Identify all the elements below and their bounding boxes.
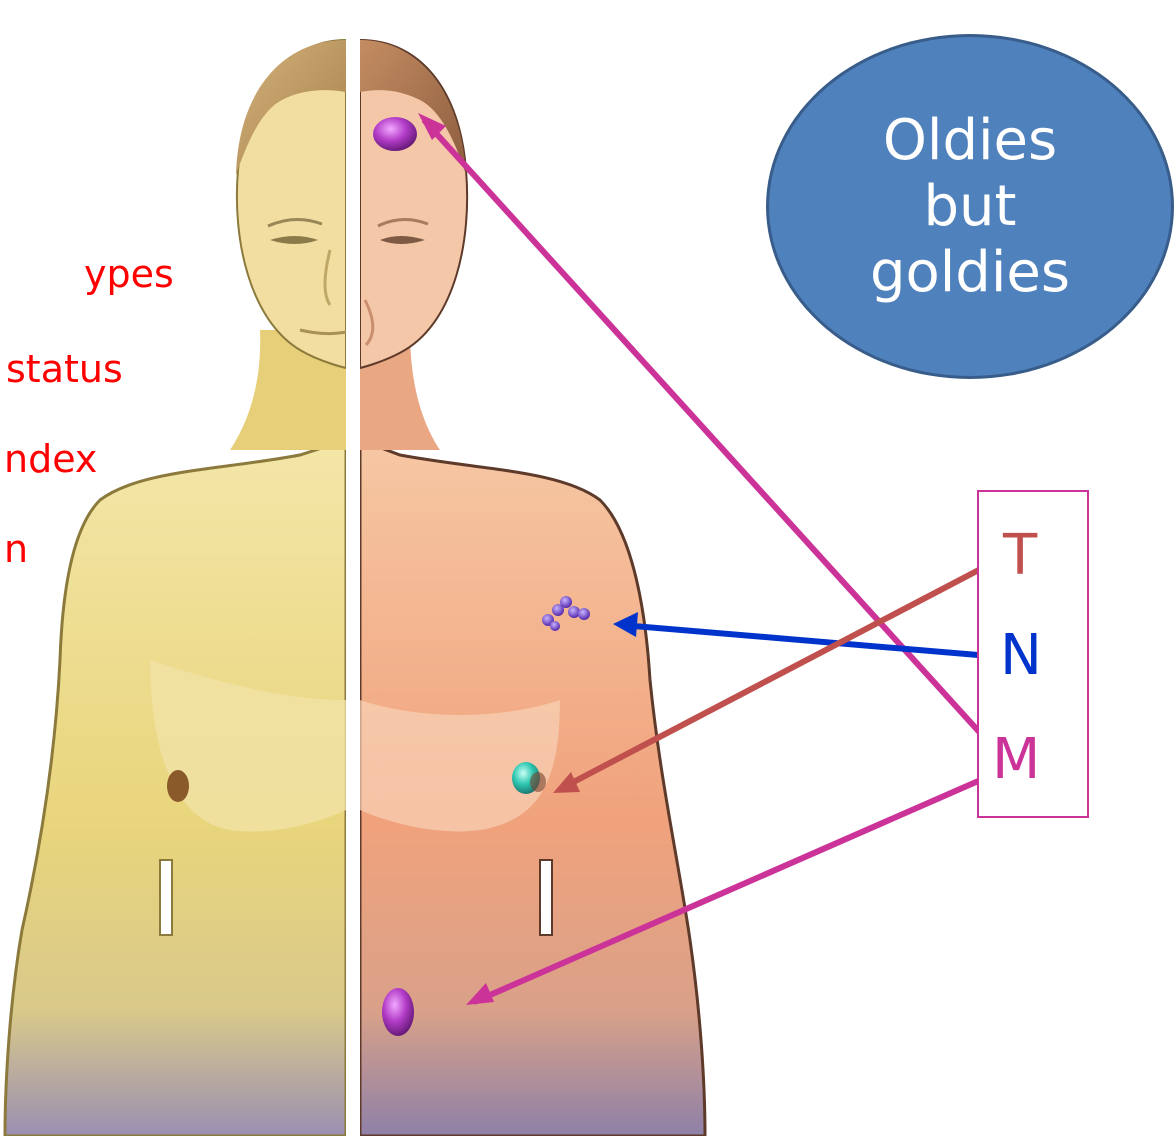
bubble-line: but — [924, 174, 1017, 240]
left-list-item: n — [4, 530, 28, 568]
brain-metastasis — [373, 117, 417, 151]
left-list-item: ndex — [4, 440, 97, 478]
abdominal-metastasis — [382, 988, 414, 1036]
tnm-n-label: N — [1000, 628, 1042, 684]
bubble-line: Oldies — [883, 108, 1057, 174]
oldies-bubble: Oldies but goldies — [766, 34, 1174, 379]
left-list-item: ypes — [84, 255, 174, 293]
diseased-half — [360, 40, 705, 1136]
left-list-item: status — [6, 350, 123, 388]
n-arrow-nodes — [622, 625, 990, 656]
tnm-m-label: M — [992, 732, 1040, 788]
tnm-t-label: T — [1003, 528, 1037, 584]
bubble-line: goldies — [870, 240, 1070, 306]
healthy-half — [5, 40, 346, 1136]
